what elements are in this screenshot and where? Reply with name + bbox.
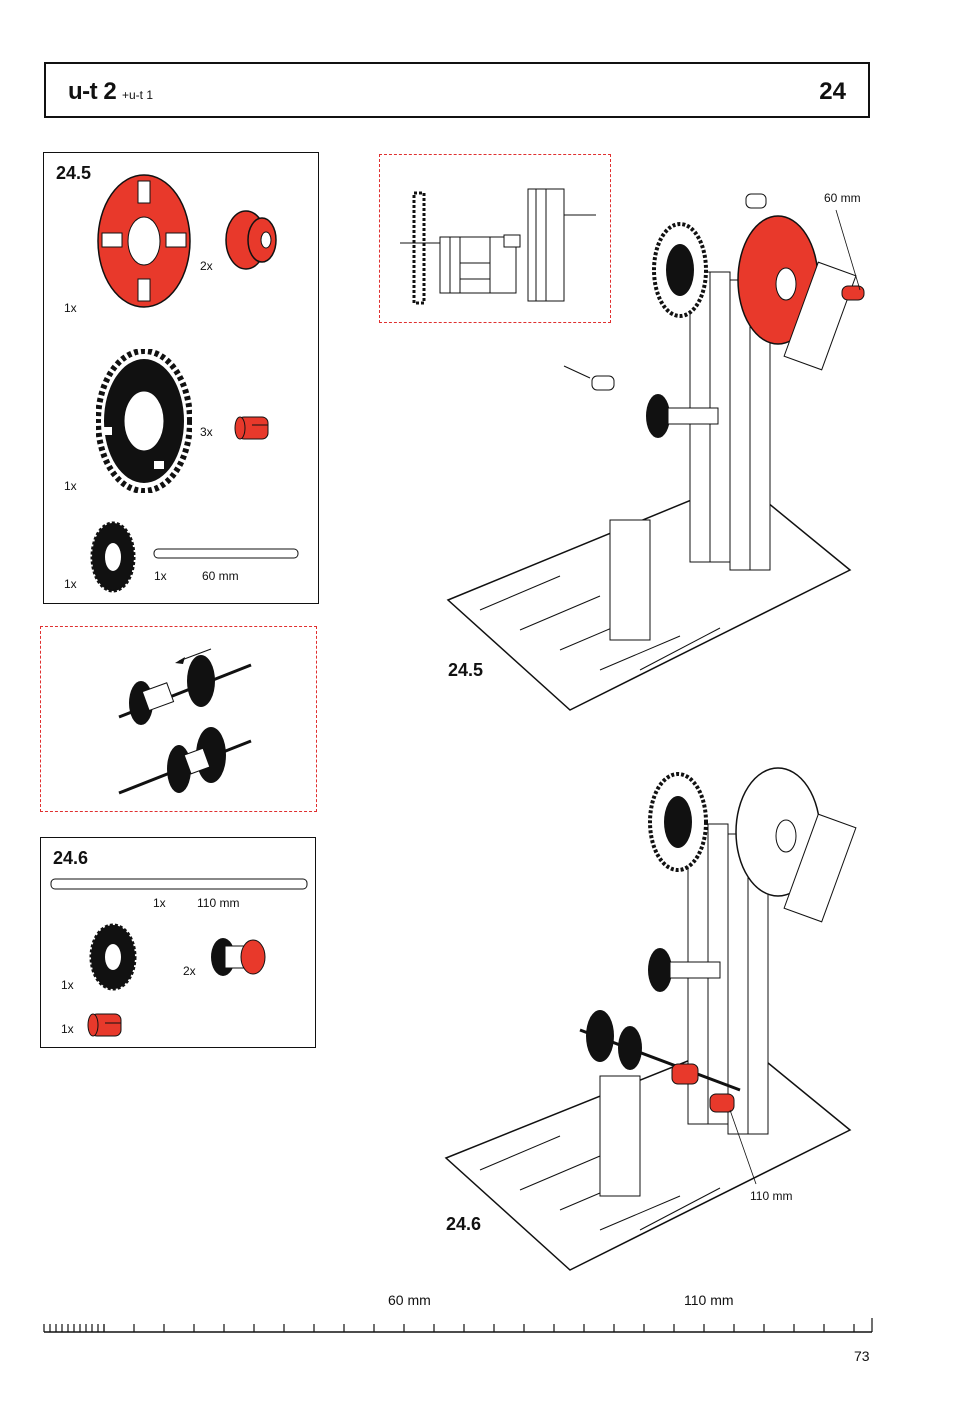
callout-110mm: 110 mm: [750, 1189, 793, 1203]
callout-60mm: 60 mm: [824, 191, 861, 205]
side-view-detail-box: [379, 154, 611, 323]
parts-box-label: 24.5: [56, 163, 92, 183]
axle-110mm-icon: [50, 878, 308, 890]
qty-red-hub: 2x: [200, 259, 213, 273]
qty-red-clip: 1x: [61, 1022, 74, 1036]
size-axle-110: 110 mm: [197, 896, 240, 910]
assembly-step-24-6-drawing: [444, 767, 857, 1271]
page-header: u-t 2 +u-t 1 24: [44, 62, 870, 118]
step-label-24-5: 24.5: [448, 660, 484, 680]
ruler-label-110mm: 110 mm: [684, 1292, 734, 1308]
red-hub-icon: [225, 210, 277, 270]
qty-small-gear: 1x: [61, 978, 74, 992]
parts-box-label: 24.6: [53, 848, 89, 868]
side-view-drawing: [400, 188, 596, 305]
gear-with-red-hub-icon: [211, 938, 266, 976]
small-gear-icon: [89, 923, 137, 991]
qty-small-gear: 1x: [64, 577, 77, 591]
header-subtitle: +u-t 1: [122, 88, 154, 102]
red-clip-icon: [234, 416, 269, 440]
parts-box-24-5: 24.5 1x 2x 1x 3x 1x 1x 60: [43, 152, 319, 604]
header-step-number: 24: [819, 78, 846, 105]
red-disc-icon: [97, 174, 191, 308]
gear-assembly-icon: [118, 648, 252, 795]
red-clip-icon: [87, 1013, 122, 1037]
qty-red-clip: 3x: [200, 425, 213, 439]
qty-axle: 1x: [154, 569, 167, 583]
axle-60mm-icon: [153, 548, 299, 559]
step-label-24-6: 24.6: [446, 1214, 482, 1234]
gear-detail-box: [40, 626, 317, 812]
qty-axle-110: 1x: [153, 896, 166, 910]
size-axle: 60 mm: [202, 569, 239, 583]
qty-black-gear: 1x: [64, 479, 77, 493]
measurement-ruler: [43, 1318, 873, 1333]
qty-gear-red-hub: 2x: [183, 964, 196, 978]
page-number: 73: [854, 1348, 870, 1364]
header-title: u-t 2: [68, 78, 117, 105]
ruler-label-60mm: 60 mm: [388, 1292, 431, 1308]
small-gear-icon: [90, 521, 136, 593]
black-gear-icon: [96, 349, 192, 493]
qty-red-disc: 1x: [64, 301, 77, 315]
parts-box-24-6: 24.6 1x 110 mm 1x 2x 1x: [40, 837, 316, 1048]
assembly-step-24-5-drawing: [446, 193, 865, 711]
